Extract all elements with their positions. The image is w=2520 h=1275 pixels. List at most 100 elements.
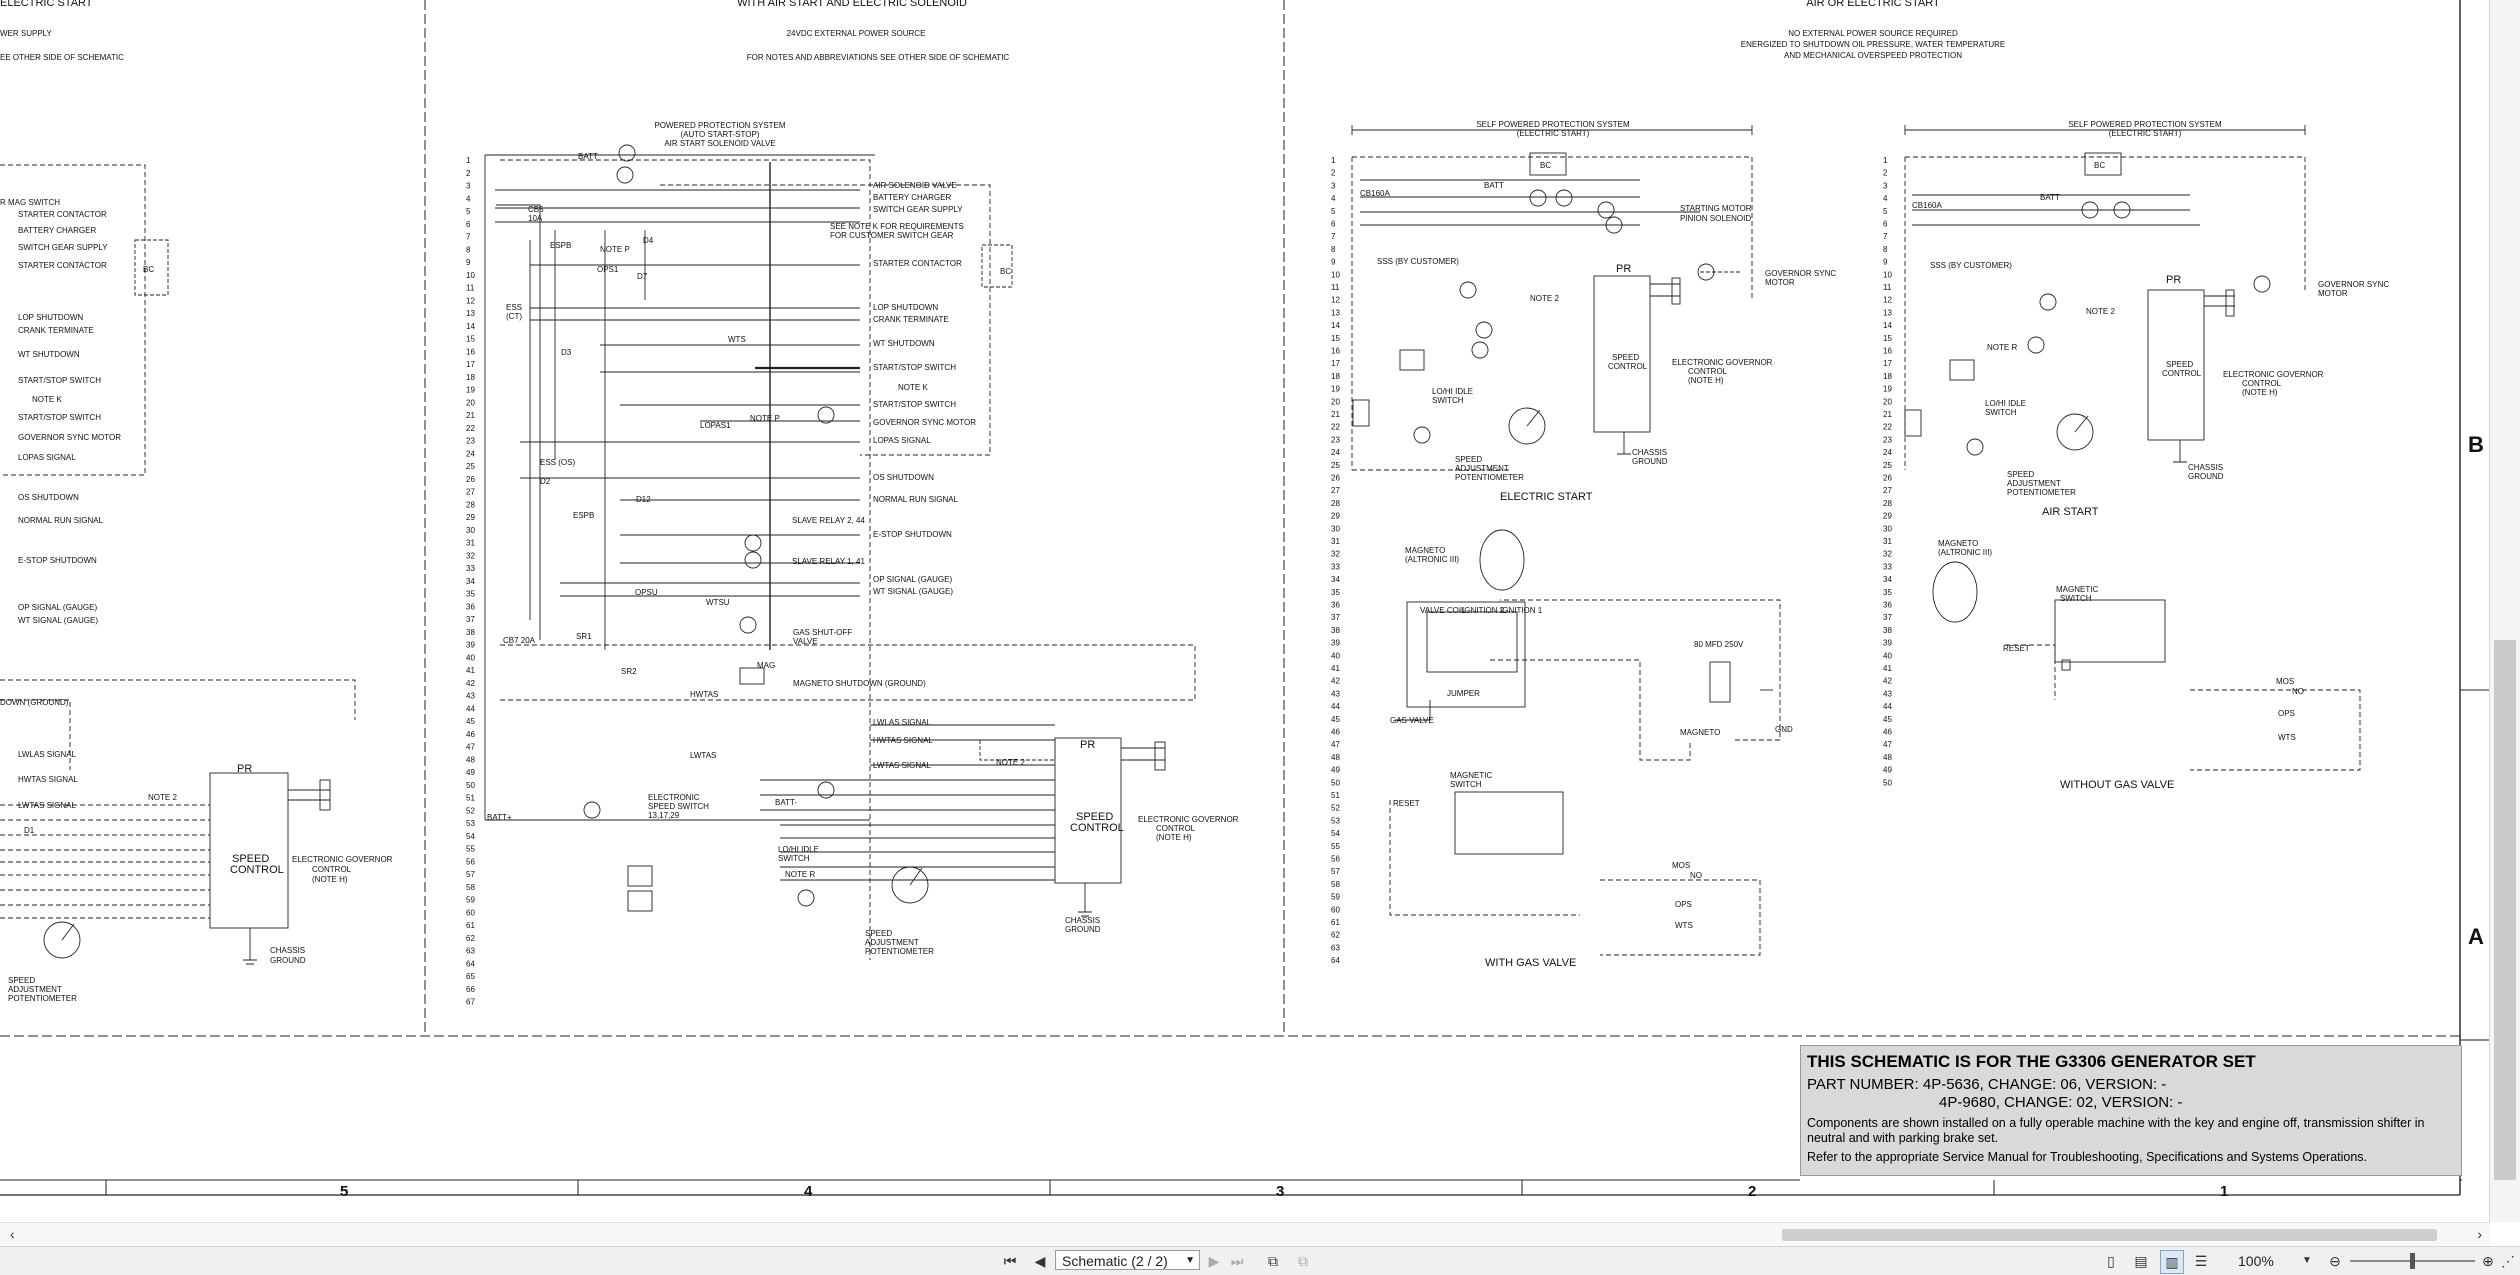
as-sps-1: SELF POWERED PROTECTION SYSTEM xyxy=(2068,120,2222,129)
es-row-number: 12 xyxy=(1331,296,1340,305)
previous-page-icon[interactable]: ◀ xyxy=(1034,1253,1046,1269)
zoom-dropdown-icon[interactable]: ▼ xyxy=(2302,1255,2312,1266)
next-view-icon[interactable]: ⧉ xyxy=(1298,1253,1308,1269)
scroll-right-icon[interactable]: › xyxy=(2477,1226,2482,1242)
as-egc-3: (NOTE H) xyxy=(2242,388,2278,397)
scroll-left-icon[interactable]: ‹ xyxy=(10,1226,15,1242)
mid-row-number: 35 xyxy=(466,590,475,599)
zoom-slider[interactable] xyxy=(2350,1253,2475,1269)
mid-comp-mag: MAG xyxy=(757,661,775,670)
mid-speed-control-1: SPEED xyxy=(1076,811,1113,823)
mid-comp-lopas1: LOPAS1 xyxy=(700,421,731,430)
continuous-page-icon[interactable]: ▤ xyxy=(2134,1253,2148,1269)
mid-comp-d12: D12 xyxy=(636,495,651,504)
mid-comp-sr1: SR1 xyxy=(576,632,592,641)
mid-label-1: BATTERY CHARGER xyxy=(873,193,951,202)
es-row-number: 52 xyxy=(1331,804,1340,813)
es-speed-1: SPEED xyxy=(1612,353,1639,362)
left-label-10: START/STOP SWITCH xyxy=(18,413,101,422)
es-row-number: 6 xyxy=(1331,220,1336,229)
mid-label-16: E-STOP SHUTDOWN xyxy=(873,530,952,539)
es-row-number: 19 xyxy=(1331,385,1340,394)
mid-comp-10a: 10A xyxy=(528,214,543,223)
left-label-13: OS SHUTDOWN xyxy=(18,493,79,502)
mid-row-number: 47 xyxy=(466,743,475,752)
previous-view-icon[interactable]: ⧉ xyxy=(1268,1253,1278,1269)
es-row-number: 2 xyxy=(1331,169,1336,178)
first-page-icon[interactable]: ⏮ xyxy=(1003,1253,1017,1269)
mid-comp-d4: D4 xyxy=(643,236,654,245)
es-row-number: 27 xyxy=(1331,486,1340,495)
mid-label-9: START/STOP SWITCH xyxy=(873,363,956,372)
as-row-number: 31 xyxy=(1883,537,1892,546)
as-row-number: 43 xyxy=(1883,689,1892,698)
es-row-number: 18 xyxy=(1331,372,1340,381)
horizontal-scroll-thumb[interactable] xyxy=(1782,1229,2437,1241)
as-row-number: 10 xyxy=(1883,270,1892,279)
es-row-number: 46 xyxy=(1331,728,1340,737)
mid-comp-espb2: ESPB xyxy=(573,511,594,520)
as-row-number: 33 xyxy=(1883,562,1892,571)
es-row-number: 40 xyxy=(1331,651,1340,660)
es-gsm-1: GOVERNOR SYNC xyxy=(1765,269,1836,278)
as-speed-1: SPEED xyxy=(2166,360,2193,369)
schematic-sheet: 5 4 3 2 1 B A ELECTRIC START WER SUPPLY … xyxy=(0,0,2490,1200)
single-page-icon[interactable]: ▯ xyxy=(2107,1253,2115,1269)
mid-row-number: 13 xyxy=(466,309,475,318)
mid-row-number: 36 xyxy=(466,602,475,611)
zoom-out-icon[interactable]: ⊖ xyxy=(2329,1253,2341,1269)
mid-label-15: NORMAL RUN SIGNAL xyxy=(873,495,959,504)
mid-comp-hwtas: HWTAS xyxy=(690,690,718,699)
mid-comp-lwtas: LWTAS xyxy=(690,751,716,760)
continuous-facing-icon[interactable]: ☰ xyxy=(2194,1253,2208,1269)
as-row-number: 35 xyxy=(1883,588,1892,597)
as-row-number: 17 xyxy=(1883,359,1892,368)
mid-label-20: VALVE xyxy=(793,637,818,646)
chevron-down-icon: ▼ xyxy=(1185,1255,1195,1266)
as-row-number: 13 xyxy=(1883,308,1892,317)
es-row-number: 13 xyxy=(1331,308,1340,317)
horizontal-scrollbar[interactable]: ‹ › xyxy=(0,1222,2490,1247)
facing-pages-icon[interactable]: ▥ xyxy=(2160,1250,2184,1274)
zoom-in-icon[interactable]: ⊕ xyxy=(2482,1253,2494,1269)
es-row-number: 51 xyxy=(1331,791,1340,800)
es-title: ELECTRIC START xyxy=(1500,491,1593,503)
mid-note2: NOTE 2 xyxy=(996,758,1025,767)
es-row-number: 24 xyxy=(1331,448,1340,457)
page-select-value: Schematic (2 / 2) xyxy=(1062,1253,1168,1269)
mid-comp-battp: BATT+ xyxy=(487,813,512,822)
mid-label-7: CRANK TERMINATE xyxy=(873,315,949,324)
mid-row-number: 25 xyxy=(466,462,475,471)
mid-row-number: 56 xyxy=(466,857,475,866)
mid-comp-essos: ESS (OS) xyxy=(540,458,575,467)
left-label-8: START/STOP SWITCH xyxy=(18,376,101,385)
left-d1: D1 xyxy=(24,826,35,835)
as-row-number: 22 xyxy=(1883,423,1892,432)
mid-row-number: 39 xyxy=(466,641,475,650)
mid-row-number: 14 xyxy=(466,322,475,331)
as-row-number: 40 xyxy=(1883,651,1892,660)
zoom-level[interactable]: 100% xyxy=(2238,1253,2274,1269)
es-row-number: 9 xyxy=(1331,258,1336,267)
next-page-icon[interactable]: ▶ xyxy=(1208,1253,1220,1269)
left-label-21: LWTAS SIGNAL xyxy=(18,801,76,810)
zoom-slider-thumb[interactable] xyxy=(2410,1253,2415,1269)
mid-comp-d7: D7 xyxy=(637,272,648,281)
last-page-icon[interactable]: ⏭ xyxy=(1230,1253,1244,1269)
schematic-info-box: THIS SCHEMATIC IS FOR THE G3306 GENERATO… xyxy=(1800,1045,2462,1176)
es-egc-1: ELECTRONIC GOVERNOR xyxy=(1672,358,1773,367)
column-4: 4 xyxy=(804,1183,813,1200)
mid-label-2: SWITCH GEAR SUPPLY xyxy=(873,205,963,214)
es-row-number: 31 xyxy=(1331,537,1340,546)
as-magsw-2: SWITCH xyxy=(2060,594,2092,603)
page-select[interactable]: Schematic (2 / 2) ▼ xyxy=(1055,1250,1200,1270)
es-batt: BATT xyxy=(1484,181,1504,190)
vertical-scroll-thumb[interactable] xyxy=(2494,640,2516,1180)
mid-pps-3: AIR START SOLENOID VALVE xyxy=(664,139,775,148)
as-gsm-1: GOVERNOR SYNC xyxy=(2318,280,2389,289)
es-chassis-1: CHASSIS xyxy=(1632,448,1667,457)
vertical-scrollbar[interactable] xyxy=(2489,0,2520,1222)
es-magsw-2: SWITCH xyxy=(1450,780,1482,789)
mid-row-number: 66 xyxy=(466,985,475,994)
as-title: AIR START xyxy=(2042,506,2099,518)
